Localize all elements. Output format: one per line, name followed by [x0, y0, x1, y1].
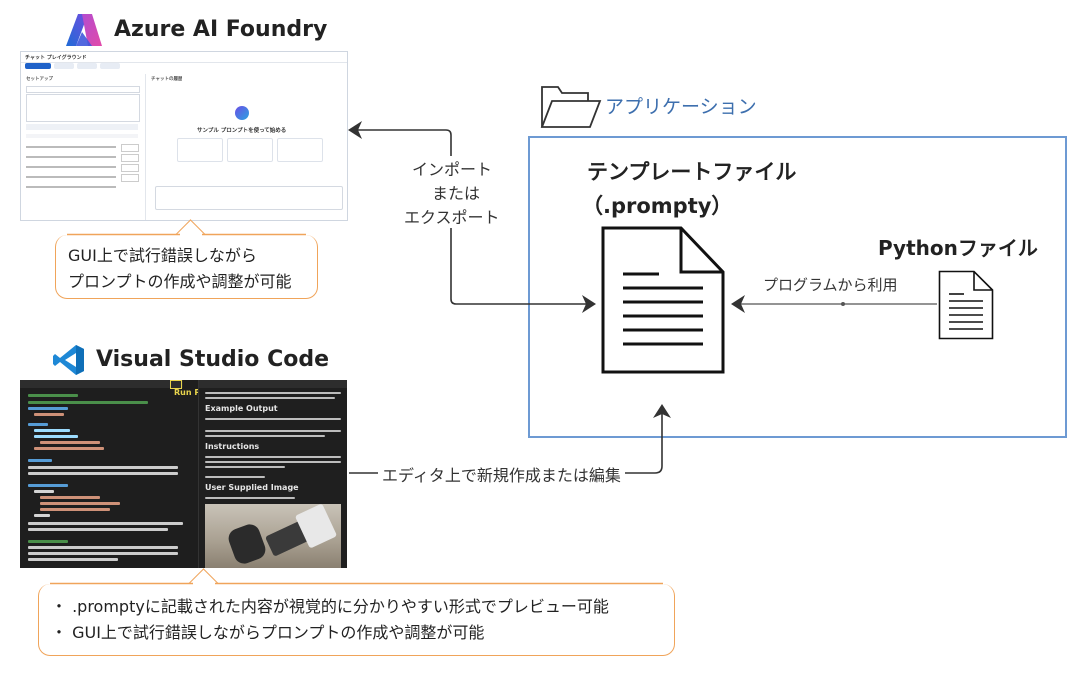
vscode-logo-icon [52, 343, 86, 377]
user-supplied-photo [205, 504, 341, 568]
application-box [528, 136, 1067, 438]
azure-empty-heading: サンプル プロンプトを使って始める [197, 128, 287, 134]
template-title-line-2: （.prompty） [582, 194, 733, 218]
folder-icon [540, 83, 602, 129]
program-use-label: プログラムから利用 [763, 276, 898, 294]
azure-setup-label: セットアップ [26, 77, 53, 82]
python-file-icon [938, 270, 994, 340]
azure-callout-line-1: GUI上で試行錯誤しながら [68, 246, 257, 265]
azure-logo-icon [62, 10, 104, 48]
arrowhead-to-azure [348, 121, 362, 139]
vscode-callout-line-2: ・ GUI上で試行錯誤しながらプロンプトの作成や調整が可能 [51, 623, 485, 642]
template-file-icon [601, 226, 725, 374]
azure-callout: GUI上で試行錯誤しながら プロンプトの作成や調整が可能 [55, 235, 318, 299]
vscode-callout-line-1: ・ .promptyに記載された内容が視覚的に分かりやすい形式でプレビュー可能 [51, 597, 609, 616]
editor-edit-connector [349, 414, 663, 474]
export-label: エクスポート [404, 204, 500, 228]
azure-sample-logo-icon [235, 106, 249, 120]
template-title-line-1: テンプレートファイル [587, 160, 797, 184]
or-label: または [432, 180, 481, 204]
vscode-callout: ・ .promptyに記載された内容が視覚的に分かりやすい形式でプレビュー可能 … [38, 584, 675, 656]
vscode-screenshot: Run Preview Example Output Instructions … [20, 380, 347, 568]
import-label: インポート [412, 156, 493, 180]
azure-callout-line-2: プロンプトの作成や調整が可能 [68, 272, 292, 291]
azure-history-label: チャットの履歴 [151, 77, 183, 82]
editor-edit-label: エディタ上で新規作成または編集 [378, 462, 625, 486]
azure-callout-border-top [67, 233, 306, 236]
azure-window-title: チャット プレイグラウンド [25, 55, 87, 61]
arrowhead-to-template-from-import [582, 295, 596, 313]
arrowhead-to-template-from-vscode [653, 404, 671, 418]
preview-example-output-heading: Example Output [205, 404, 278, 413]
arrowhead-to-template-from-python [731, 295, 745, 313]
application-label: アプリケーション [605, 96, 757, 118]
azure-title: Azure AI Foundry [114, 17, 328, 42]
vscode-callout-border-top [50, 582, 663, 585]
preview-instructions-heading: Instructions [205, 442, 260, 451]
python-file-title: Pythonファイル [878, 236, 1038, 260]
run-preview-icon[interactable] [170, 380, 182, 389]
vscode-title: Visual Studio Code [96, 347, 329, 372]
azure-screenshot: チャット プレイグラウンド セットアップ チャットの履歴 サンプル プロンプトを… [20, 51, 348, 221]
preview-user-image-heading: User Supplied Image [205, 483, 299, 492]
